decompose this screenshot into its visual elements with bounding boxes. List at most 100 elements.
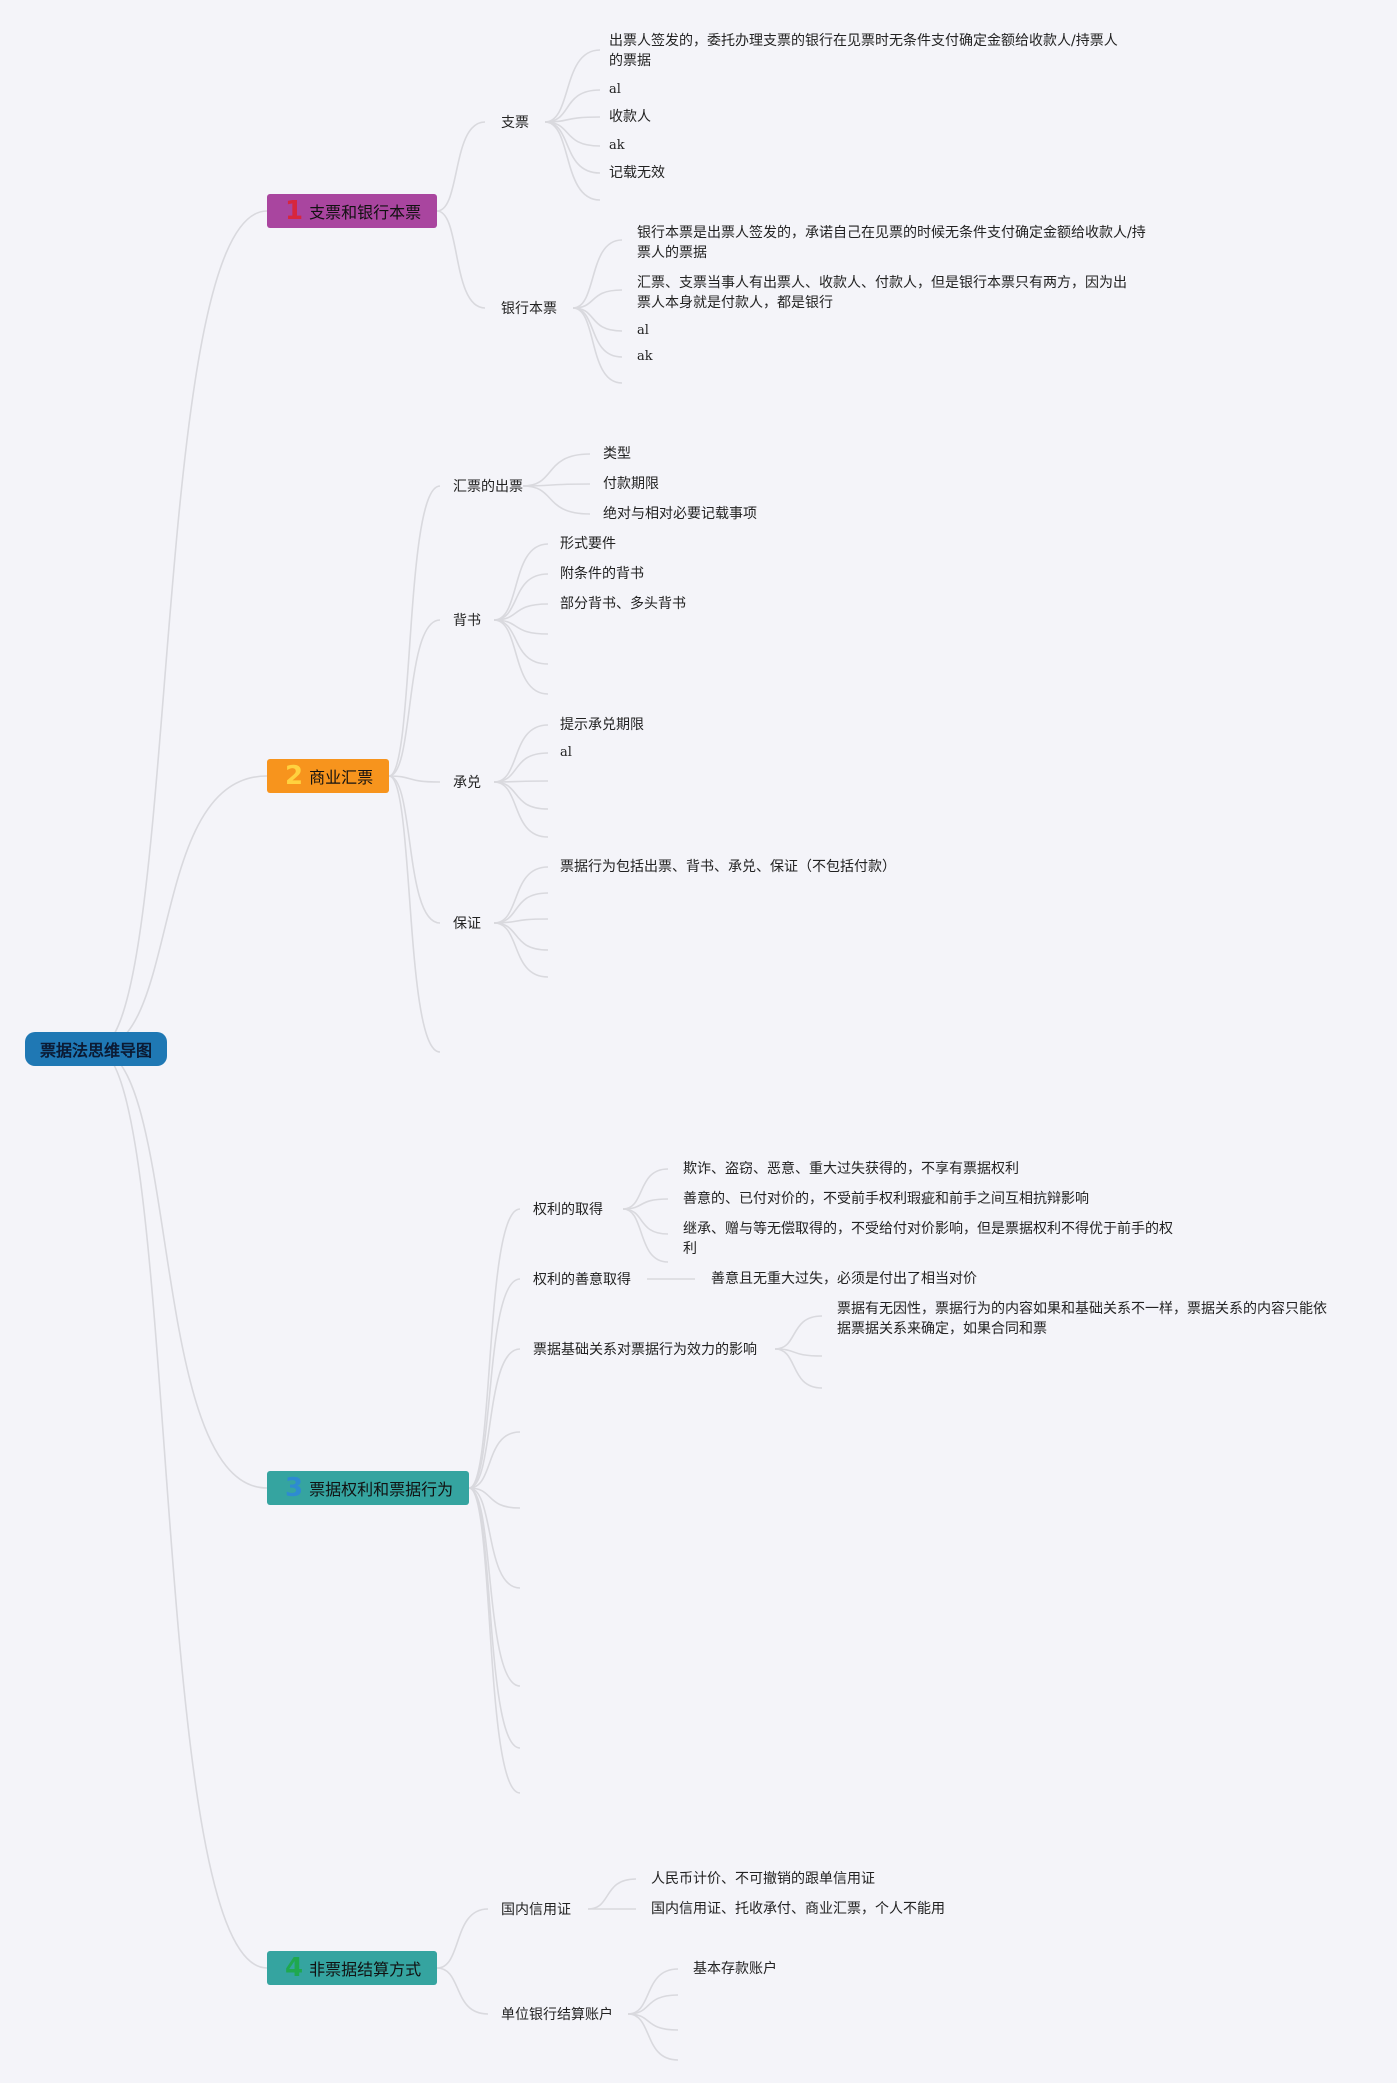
connector-line	[493, 922, 549, 951]
branch-node-1[interactable]: 1 支票和银行本票	[267, 194, 437, 228]
leaf-node[interactable]: al	[560, 745, 572, 760]
leaf-node[interactable]: 票据有无因性，票据行为的内容如果和基础关系不一样，票据关系的内容只能依据票据关系…	[837, 1301, 1327, 1337]
topic-node[interactable]: 保证	[453, 916, 481, 932]
connector-line	[493, 866, 549, 924]
connector-line	[774, 1315, 823, 1350]
leaf-node[interactable]: al	[609, 82, 621, 97]
connector-line	[522, 453, 591, 487]
connector-line	[493, 781, 549, 838]
connector-line	[436, 1908, 489, 1969]
leaf-node[interactable]: 形式要件	[560, 536, 616, 552]
leaf-node[interactable]: ak	[637, 349, 653, 364]
leaf-node[interactable]: 善意且无重大过失，必须是付出了相当对价	[711, 1271, 977, 1287]
root-label: 票据法思维导图	[39, 1041, 152, 1060]
leaf-node[interactable]: 票据行为包括出票、背书、承兑、保证（不包括付款）	[560, 859, 896, 875]
connector-line	[468, 1487, 521, 1589]
connector-line	[388, 775, 441, 924]
connector-line	[95, 1048, 268, 1969]
connector-line	[436, 210, 486, 309]
connector-line	[622, 1208, 669, 1263]
connector-line	[572, 239, 623, 309]
leaf-node[interactable]: 付款期限	[603, 476, 659, 492]
branch-node-4[interactable]: 4 非票据结算方式	[267, 1951, 437, 1985]
connector-line	[587, 1878, 637, 1910]
connector-line	[493, 752, 549, 783]
leaf-node[interactable]: 类型	[603, 446, 631, 462]
branch-node-3[interactable]: 3 票据权利和票据行为	[267, 1471, 469, 1505]
branch-label: 商业汇票	[309, 768, 374, 787]
connector-line	[493, 619, 549, 695]
connector-line	[493, 603, 549, 621]
connector-line	[493, 781, 549, 810]
connector-line	[388, 485, 441, 777]
connector-line	[627, 1994, 679, 2015]
leaf-node[interactable]: ak	[609, 138, 625, 153]
leaf-node[interactable]: 欺诈、盗窃、恶意、重大过失获得的，不享有票据权利	[683, 1161, 1019, 1177]
topic-node[interactable]: 汇票的出票	[453, 479, 523, 495]
topic-node[interactable]: 背书	[453, 613, 481, 629]
leaf-node[interactable]: 绝对与相对必要记载事项	[603, 506, 757, 522]
leaf-node[interactable]: 记载无效	[609, 165, 665, 181]
connector-line	[493, 619, 549, 665]
topic-node[interactable]: 权利的善意取得	[533, 1272, 631, 1288]
connector-line	[436, 1967, 489, 2015]
connector-line	[572, 307, 623, 358]
connector-line	[627, 2013, 679, 2061]
leaf-node[interactable]: 基本存款账户	[693, 1961, 777, 1977]
connector-line	[468, 1278, 521, 1489]
leaf-node[interactable]: 提示承兑期限	[560, 717, 644, 733]
connector-line	[388, 619, 441, 777]
leaf-node[interactable]: 部分背书、多头背书	[560, 596, 686, 612]
connector-line	[522, 485, 591, 515]
leaf-node[interactable]: al	[637, 323, 649, 338]
branch-number-1: 1	[285, 196, 304, 226]
connector-line	[95, 775, 268, 1050]
connector-line	[493, 543, 549, 621]
branch-label: 非票据结算方式	[309, 1960, 422, 1979]
connector-line	[544, 121, 601, 174]
topic-node[interactable]: 银行本票	[501, 301, 557, 317]
connector-line	[493, 573, 549, 621]
topic-node[interactable]: 权利的取得	[533, 1202, 603, 1218]
connector-line	[468, 1487, 521, 1509]
topic-node[interactable]: 国内信用证	[501, 1902, 571, 1918]
connector-line	[572, 307, 623, 384]
connector-line	[622, 1198, 669, 1210]
topic-node[interactable]: 承兑	[453, 775, 481, 791]
connector-line	[95, 210, 268, 1050]
leaf-node[interactable]: 附条件的背书	[560, 566, 644, 582]
branch-node-2[interactable]: 2 商业汇票	[267, 759, 389, 793]
connector-line	[572, 289, 623, 309]
connector-line	[468, 1487, 521, 1794]
connector-line	[493, 724, 549, 783]
root-node[interactable]: 票据法思维导图	[25, 1032, 167, 1066]
leaf-node[interactable]: 善意的、已付对价的，不受前手权利瑕疵和前手之间互相抗辩影响	[683, 1191, 1089, 1207]
connector-line	[774, 1348, 823, 1389]
connector-line	[95, 1048, 268, 1489]
connector-line	[436, 121, 486, 212]
connector-line	[468, 1431, 521, 1489]
branch-label: 支票和银行本票	[309, 203, 422, 222]
leaf-node[interactable]: 国内信用证、托收承付、商业汇票，个人不能用	[651, 1901, 945, 1917]
leaf-node[interactable]: 出票人签发的，委托办理支票的银行在见票时无条件支付确定金额给收款人/持票人的票据	[609, 33, 1118, 69]
leaf-node[interactable]: 人民币计价、不可撤销的跟单信用证	[651, 1871, 875, 1887]
connector-line	[622, 1208, 669, 1235]
leaf-node[interactable]: 收款人	[609, 109, 651, 125]
topic-node[interactable]: 单位银行结算账户	[501, 2007, 613, 2023]
connector-line	[388, 775, 441, 1053]
branch-label: 票据权利和票据行为	[309, 1480, 454, 1499]
connector-line	[468, 1487, 521, 1687]
leaf-node[interactable]: 银行本票是出票人签发的，承诺自己在见票的时候无条件支付确定金额给收款人/持票人的…	[637, 225, 1146, 261]
connector-line	[622, 1168, 669, 1210]
branch-number-4: 4	[285, 1953, 304, 1983]
connector-line	[468, 1208, 521, 1489]
connector-line	[493, 619, 549, 635]
leaf-node[interactable]: 继承、赠与等无偿取得的，不受给付对价影响，但是票据权利不得优于前手的权利	[683, 1221, 1173, 1257]
connector-line	[468, 1348, 521, 1489]
connector-line	[493, 922, 549, 978]
topic-node[interactable]: 支票	[501, 115, 529, 131]
topic-node[interactable]: 票据基础关系对票据行为效力的影响	[533, 1342, 757, 1358]
leaf-node[interactable]: 汇票、支票当事人有出票人、收款人、付款人，但是银行本票只有两方，因为出票人本身就…	[637, 275, 1127, 311]
